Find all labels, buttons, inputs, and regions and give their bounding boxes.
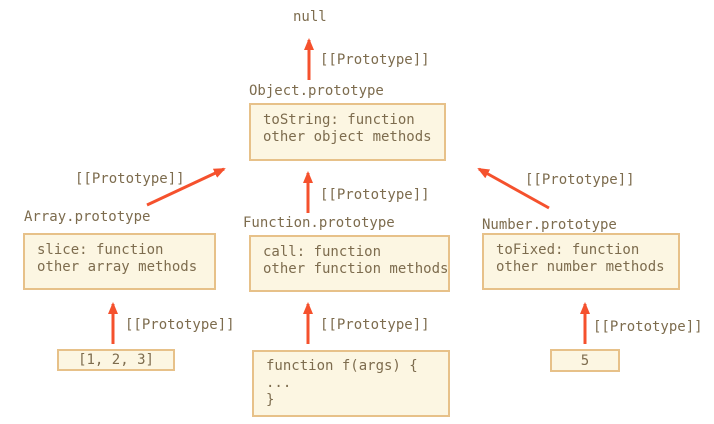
null-label: null: [293, 9, 327, 25]
function-value-box: function f(args) { ... }: [252, 350, 450, 417]
prototype-edge-label-number-value: [[Prototype]]: [593, 319, 703, 335]
function-value-line-3: }: [266, 392, 275, 408]
function-prototype-line-2: other function methods: [263, 261, 449, 277]
prototype-edge-label-number-to-object: [[Prototype]]: [525, 172, 635, 188]
number-prototype-title: Number.prototype: [482, 217, 617, 233]
object-prototype-line-1: toString: function: [263, 112, 415, 128]
function-prototype-box: call: function other function methods: [249, 235, 450, 292]
array-prototype-title: Array.prototype: [24, 209, 151, 225]
object-prototype-box: toString: function other object methods: [249, 103, 446, 161]
array-value-label: [1, 2, 3]: [78, 352, 154, 368]
function-value-line-2: ...: [266, 375, 292, 391]
array-prototype-box: slice: function other array methods: [23, 233, 216, 290]
number-prototype-line-1: toFixed: function: [496, 242, 640, 258]
object-prototype-title: Object.prototype: [249, 83, 384, 99]
number-prototype-box: toFixed: function other number methods: [482, 233, 680, 290]
array-prototype-line-1: slice: function: [37, 242, 164, 258]
number-value-box: 5: [550, 349, 620, 372]
prototype-edge-label-array-value: [[Prototype]]: [125, 317, 235, 333]
prototype-edge-label-object-to-null: [[Prototype]]: [320, 52, 430, 68]
function-prototype-title: Function.prototype: [243, 215, 395, 231]
array-value-box: [1, 2, 3]: [57, 349, 175, 371]
object-prototype-line-2: other object methods: [263, 129, 432, 145]
number-value-label: 5: [580, 352, 590, 369]
prototype-edge-label-array-to-object: [[Prototype]]: [75, 171, 185, 187]
function-value-line-1: function f(args) {: [266, 358, 418, 374]
prototype-edge-label-function-value: [[Prototype]]: [320, 317, 430, 333]
array-prototype-line-2: other array methods: [37, 259, 198, 275]
prototype-edge-label-function-to-object: [[Prototype]]: [320, 187, 430, 203]
number-prototype-line-2: other number methods: [496, 259, 665, 275]
function-prototype-line-1: call: function: [263, 244, 382, 260]
